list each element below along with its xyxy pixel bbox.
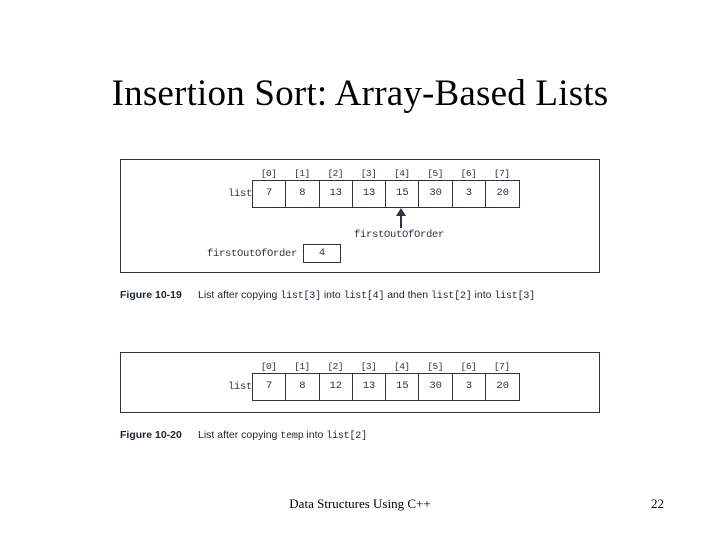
arrow-shaft: [400, 214, 402, 228]
array-cell: 7: [253, 181, 287, 207]
footer-title: Data Structures Using C++: [289, 496, 431, 511]
caption-text-run: into: [471, 289, 495, 301]
array-cell-strip: 7 8 13 13 15 30 3 20: [252, 180, 521, 208]
array-index-label: [4]: [394, 361, 410, 372]
array-cells-row: list 7 8 13 13 15 30 3 20: [228, 180, 521, 208]
caption-code-run: list[4]: [343, 291, 385, 302]
array-index-label: [4]: [394, 168, 410, 179]
array-cell: 7: [253, 374, 287, 400]
figure-label: Figure 10-19: [120, 289, 182, 301]
array-index-label: [6]: [460, 168, 477, 179]
array-cell: 3: [453, 374, 487, 400]
caption-code-run: list[3]: [280, 291, 321, 302]
array-index-label: [7]: [493, 168, 510, 179]
caption-code-run: temp: [280, 431, 304, 442]
array-index-label: [2]: [327, 361, 344, 372]
array-index-label: [0]: [260, 361, 277, 372]
figure-caption-10-19: Figure 10-19 List after copying list[3] i…: [120, 288, 590, 304]
figure-panel-10-20: [0] [1] [2] [3] [4] [5] [6] [7] list 7 8…: [120, 352, 600, 413]
pointer-annotation-firstoutoforder: firstOutOfOrder: [354, 208, 546, 241]
array-index-label: [6]: [460, 361, 477, 372]
array-cell: 8: [286, 181, 320, 207]
array-name-label: list: [228, 381, 253, 393]
array-cell: 30: [419, 181, 453, 207]
array-cell: 3: [453, 181, 487, 207]
array-cell: 20: [496, 187, 510, 199]
array-index-label: [1]: [294, 361, 310, 372]
variable-value-box: 4: [303, 244, 342, 263]
array-cell-strip: 7 8 12 13 15 30 3 20: [252, 373, 521, 401]
figure-caption-text: List after copying temp into list[2]: [198, 428, 568, 444]
page-title: Insertion Sort: Array-Based Lists: [111, 73, 609, 114]
array-cell: 13: [353, 181, 387, 207]
pointer-label: firstOutOfOrder: [354, 229, 445, 241]
array-index-label: [5]: [427, 361, 443, 372]
caption-text-run: into: [303, 429, 327, 441]
array-index-label: [0]: [260, 168, 277, 179]
variable-firstoutoforder: firstOutOfOrder 4: [207, 244, 342, 263]
array-name-label: list: [228, 188, 253, 200]
array-index-row: [0] [1] [2] [3] [4] [5] [6] [7]: [252, 167, 520, 180]
array-cell: 15: [386, 181, 420, 207]
array-cell: 15: [386, 374, 420, 400]
caption-code-run: list[2]: [431, 291, 472, 302]
array-cell: 30: [419, 374, 453, 400]
array-index-label: [3]: [360, 361, 377, 372]
array-index-label: [1]: [294, 168, 310, 179]
footer-page-number: 22: [651, 496, 664, 511]
array-cell: 8: [286, 374, 320, 400]
figure-label: Figure 10-20: [120, 429, 182, 441]
variable-name-label: firstOutOfOrder: [207, 247, 298, 260]
caption-code-run: list[2]: [326, 431, 367, 442]
caption-text-run: and then: [384, 289, 431, 301]
array-index-label: [5]: [427, 168, 443, 179]
array-index-label: [7]: [493, 361, 510, 372]
array-cell: 20: [496, 380, 510, 392]
array-cell: 13: [320, 181, 353, 207]
array-cells-row: list 7 8 12 13 15 30 3 20: [228, 373, 521, 401]
array-index-label: [2]: [327, 168, 344, 179]
array-diagram-10-19: [0] [1] [2] [3] [4] [5] [6] [7] list 7 8…: [228, 167, 521, 208]
caption-text-run: List after copying: [198, 429, 281, 441]
figure-caption-10-20: Figure 10-20 List after copying temp into…: [120, 428, 590, 444]
caption-text-run: List after copying: [198, 289, 281, 301]
caption-text-run: into: [320, 289, 344, 301]
array-diagram-10-20: [0] [1] [2] [3] [4] [5] [6] [7] list 7 8…: [228, 360, 521, 401]
up-arrow-icon: [396, 208, 406, 216]
caption-code-run: list[3]: [494, 291, 535, 302]
array-index-label: [3]: [360, 168, 377, 179]
array-cell: 12: [320, 374, 353, 400]
array-index-row: [0] [1] [2] [3] [4] [5] [6] [7]: [252, 360, 520, 373]
figure-caption-text: List after copying list[3] into list[4] …: [198, 288, 568, 304]
figure-panel-10-19: [0] [1] [2] [3] [4] [5] [6] [7] list 7 8…: [120, 159, 600, 273]
array-cell: 13: [353, 374, 387, 400]
